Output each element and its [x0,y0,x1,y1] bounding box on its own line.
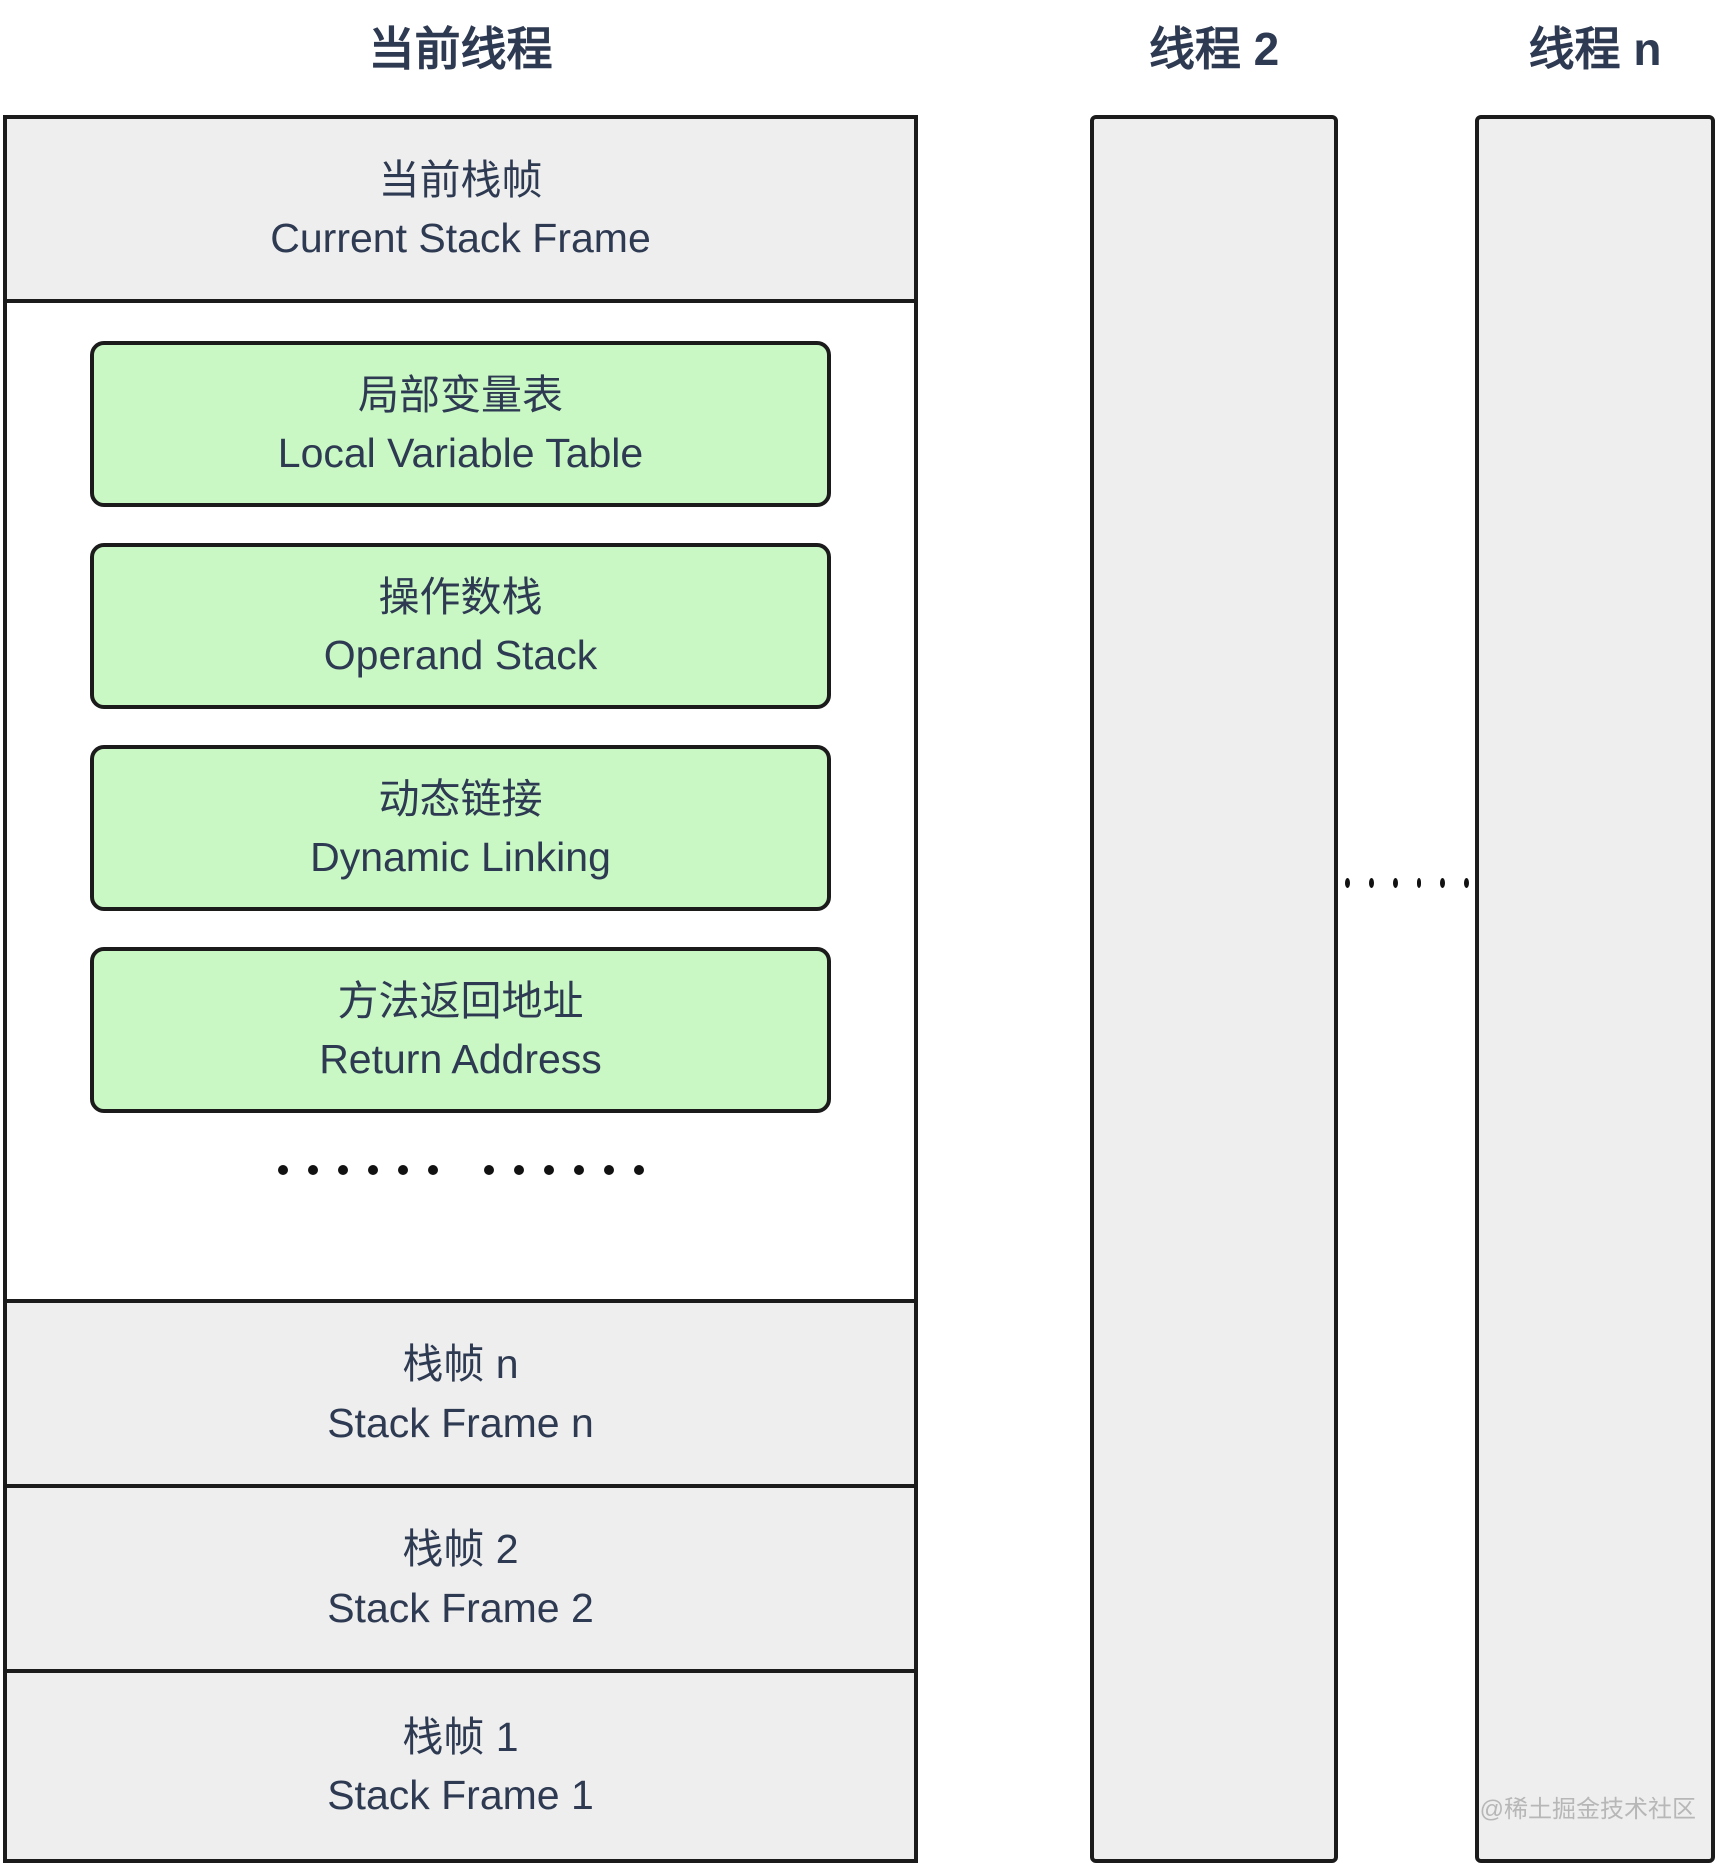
ellipsis-dot [633,1165,644,1175]
return-address-label-en: Return Address [319,1036,602,1082]
local-variable-table-label-cn: 局部变量表 [358,371,563,418]
ellipsis-dot [1416,878,1422,888]
threads-ellipsis [1345,878,1469,888]
ellipsis-dot [397,1165,408,1175]
thread-2-stack-column [1090,115,1338,1863]
current-thread-stack-column: 当前栈帧 Current Stack Frame 局部变量表 Local Var… [3,115,918,1863]
current-stack-frame-label-en: Current Stack Frame [270,215,651,261]
ellipsis-dot [1345,878,1350,888]
stack-frame-n-label-en: Stack Frame n [327,1399,594,1446]
ellipsis-dot [543,1165,554,1175]
ellipsis-dot [573,1165,584,1175]
watermark: @稀土掘金技术社区 [1479,1796,1696,1823]
return-address-label-cn: 方法返回地址 [337,977,584,1024]
operand-stack-box: 操作数栈 Operand Stack [90,543,831,709]
ellipsis-dot [307,1165,318,1175]
dynamic-linking-label-en: Dynamic Linking [310,834,611,880]
current-stack-frame-label-cn: 当前栈帧 [378,156,543,203]
operand-stack-label-cn: 操作数栈 [378,573,543,620]
ellipsis-dot [1440,878,1446,888]
ellipsis-dot-group [483,1165,644,1175]
local-variable-table-box: 局部变量表 Local Variable Table [90,341,831,507]
thread-n-header: 线程 n [1528,23,1662,75]
dynamic-linking-box: 动态链接 Dynamic Linking [90,745,831,911]
stack-frame-2-cell: 栈帧 2 Stack Frame 2 [7,1488,914,1673]
stack-frame-2-label-en: Stack Frame 2 [327,1584,594,1631]
frame-components-ellipsis [277,1165,644,1175]
stack-frame-n-label-cn: 栈帧 n [402,1341,519,1388]
operand-stack-label-en: Operand Stack [323,632,598,678]
ellipsis-dot [1368,878,1374,888]
ellipsis-dot-group [277,1165,438,1175]
ellipsis-dot [337,1165,348,1175]
ellipsis-dot [603,1165,614,1175]
ellipsis-dot [277,1165,288,1175]
stack-frame-n-cell: 栈帧 n Stack Frame n [7,1303,914,1488]
thread-2-header: 线程 2 [1148,23,1280,75]
stack-frame-1-cell: 栈帧 1 Stack Frame 1 [7,1673,914,1859]
return-address-box: 方法返回地址 Return Address [90,947,831,1113]
ellipsis-dot [367,1165,378,1175]
stack-frame-2-label-cn: 栈帧 2 [402,1526,519,1573]
ellipsis-dot [427,1165,438,1175]
dynamic-linking-label-cn: 动态链接 [378,775,543,822]
ellipsis-dot [513,1165,524,1175]
stack-frame-1-label-cn: 栈帧 1 [402,1713,519,1760]
ellipsis-dot [1392,878,1398,888]
ellipsis-dot [483,1165,494,1175]
thread-n-stack-column [1475,115,1715,1863]
local-variable-table-label-en: Local Variable Table [277,430,644,476]
ellipsis-dot [1464,878,1469,888]
stack-frame-1-label-en: Stack Frame 1 [327,1772,594,1818]
current-stack-frame-cell: 当前栈帧 Current Stack Frame [7,119,914,303]
current-stack-frame-detail: 局部变量表 Local Variable Table 操作数栈 Operand … [7,303,914,1303]
current-thread-header: 当前线程 [368,23,553,75]
